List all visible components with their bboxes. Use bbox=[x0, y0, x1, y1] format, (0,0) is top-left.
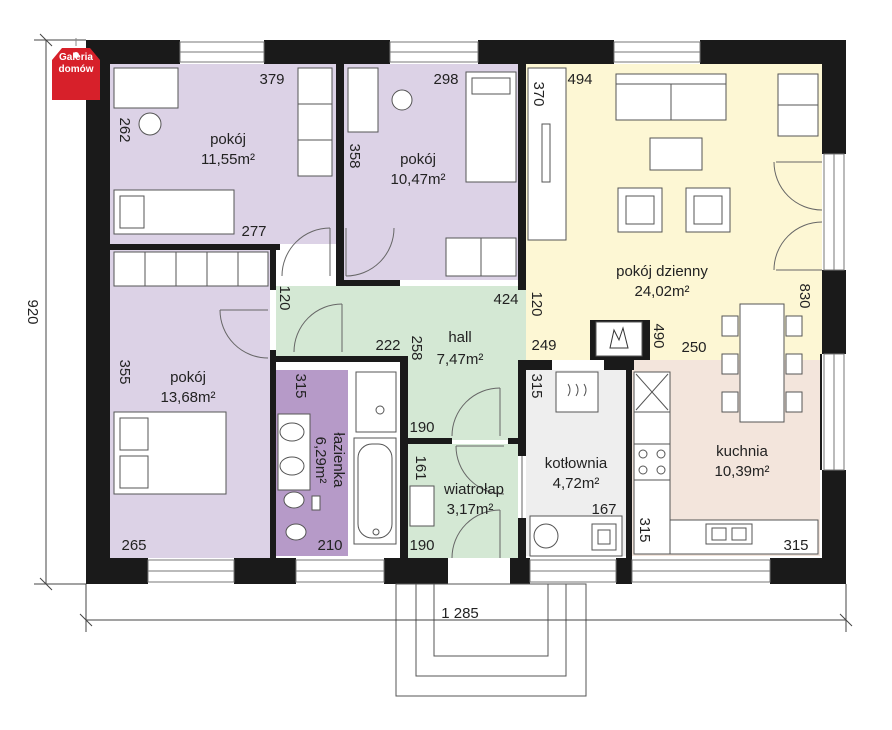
dim-total-width: 1 285 bbox=[441, 605, 479, 622]
logo-text: Galeria domów bbox=[48, 52, 104, 76]
walls bbox=[86, 40, 846, 584]
dim-298: 298 bbox=[433, 71, 458, 88]
dim-total-height: 920 bbox=[24, 299, 41, 324]
dim-494: 494 bbox=[567, 71, 592, 88]
logo-line2: domów bbox=[58, 64, 94, 75]
room-name-bathroom: łazienka bbox=[330, 432, 347, 488]
entrance-steps bbox=[395, 583, 587, 697]
furniture bbox=[113, 67, 819, 557]
room-area-bedroom1: 11,55m² bbox=[201, 151, 255, 168]
room-name-windbreak: wiatrołap bbox=[443, 481, 504, 498]
room-name-kitchen: kuchnia bbox=[716, 443, 768, 460]
dim-167: 167 bbox=[591, 501, 616, 518]
dim-358: 358 bbox=[346, 143, 363, 168]
dim-265: 265 bbox=[121, 537, 146, 554]
dim-355: 355 bbox=[116, 359, 133, 384]
room-fill-hall bbox=[276, 286, 526, 356]
room-name-bedroom3: pokój bbox=[170, 369, 206, 386]
room-name-boiler: kotłownia bbox=[545, 455, 608, 472]
logo-line1: Galeria bbox=[59, 52, 93, 63]
room-fill-hall-lower bbox=[408, 356, 526, 440]
dim-490: 490 bbox=[650, 323, 667, 348]
dim-250: 250 bbox=[681, 339, 706, 356]
dimension-lines bbox=[34, 33, 853, 632]
dim-262: 262 bbox=[116, 117, 133, 142]
windows bbox=[147, 41, 845, 583]
room-fill-bedroom3 bbox=[110, 250, 270, 558]
logo-tag-shape bbox=[52, 48, 100, 100]
dim-424: 424 bbox=[493, 291, 518, 308]
dim-277: 277 bbox=[241, 223, 266, 240]
dim-190b: 190 bbox=[409, 537, 434, 554]
dim-315a: 315 bbox=[292, 373, 309, 398]
room-area-living: 24,02m² bbox=[634, 283, 689, 300]
room-area-bathroom: 6,29m² bbox=[312, 437, 329, 484]
dim-315b: 315 bbox=[528, 373, 545, 398]
dim-190a: 190 bbox=[409, 419, 434, 436]
dim-210: 210 bbox=[317, 537, 342, 554]
dim-249: 249 bbox=[531, 337, 556, 354]
dim-315d: 315 bbox=[636, 517, 653, 542]
dim-161: 161 bbox=[412, 455, 429, 480]
room-area-bedroom2: 10,47m² bbox=[390, 171, 445, 188]
room-area-boiler: 4,72m² bbox=[553, 475, 600, 492]
dim-315c: 315 bbox=[783, 537, 808, 554]
room-name-bedroom2: pokój bbox=[400, 151, 436, 168]
room-name-bedroom1: pokój bbox=[210, 131, 246, 148]
room-name-hall: hall bbox=[448, 329, 471, 346]
room-area-bedroom3: 13,68m² bbox=[160, 389, 215, 406]
dim-379: 379 bbox=[259, 71, 284, 88]
dim-120a: 120 bbox=[276, 285, 293, 310]
room-area-windbreak: 3,17m² bbox=[447, 501, 494, 518]
room-name-living: pokój dzienny bbox=[616, 263, 708, 280]
dim-830: 830 bbox=[796, 283, 813, 308]
dim-258: 258 bbox=[408, 335, 425, 360]
logo-tag-icon bbox=[52, 38, 100, 100]
room-area-hall: 7,47m² bbox=[437, 351, 484, 368]
dim-120b: 120 bbox=[528, 291, 545, 316]
room-area-kitchen: 10,39m² bbox=[714, 463, 769, 480]
dim-370: 370 bbox=[530, 81, 547, 106]
dimension-labels: 379 277 298 494 424 222 249 250 190 190 … bbox=[24, 71, 813, 622]
dim-222: 222 bbox=[375, 337, 400, 354]
doors bbox=[219, 161, 823, 559]
